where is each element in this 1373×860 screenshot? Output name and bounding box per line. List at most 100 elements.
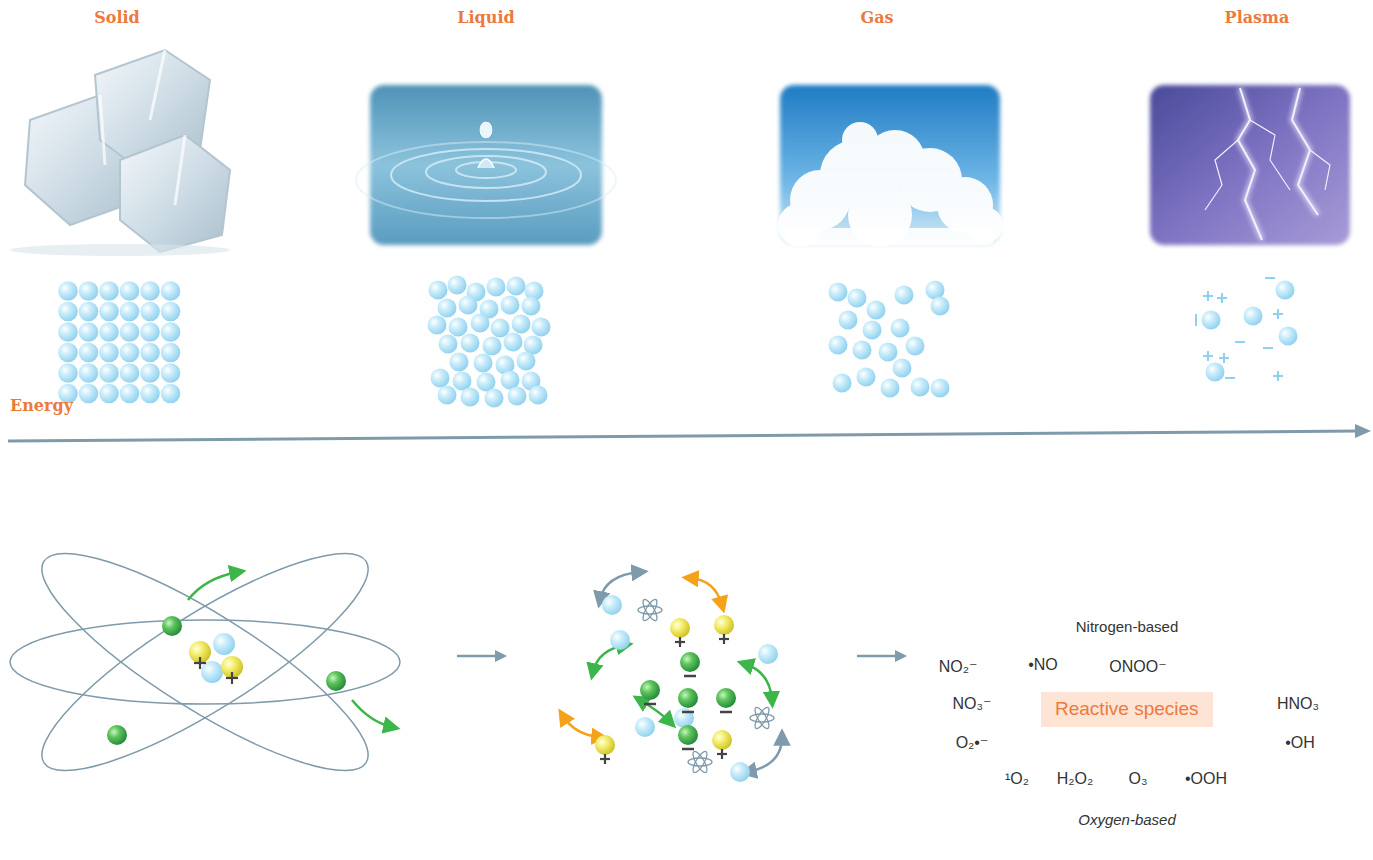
particle (879, 343, 898, 362)
particle (640, 680, 660, 700)
atom-illustration (10, 521, 400, 804)
particle (438, 386, 457, 405)
atom-icon (753, 706, 772, 731)
particle (507, 277, 526, 296)
particle (491, 319, 510, 338)
energy-arrowhead (1355, 424, 1371, 438)
species-label: ¹O₂ (1005, 769, 1029, 788)
particle (161, 302, 181, 322)
process-arrow (457, 650, 507, 662)
species-label: H₂O₂ (1057, 769, 1093, 788)
particle (120, 363, 140, 383)
particle (474, 354, 493, 373)
particle (678, 688, 698, 708)
particle (716, 688, 736, 708)
particle (58, 363, 78, 383)
plus-sign (723, 634, 725, 644)
particle (906, 337, 925, 356)
particle (483, 337, 502, 356)
particle (120, 384, 140, 404)
liquid-particles (428, 276, 551, 408)
particle (714, 615, 734, 635)
particle (730, 762, 750, 782)
species-label: ONOO⁻ (1109, 657, 1166, 676)
particle (512, 315, 531, 334)
particle (140, 322, 160, 342)
particle (839, 311, 858, 330)
particle (853, 341, 872, 360)
particle (461, 334, 480, 353)
plus-sign (1277, 371, 1279, 381)
particle (517, 352, 536, 371)
particle (461, 388, 480, 407)
particle (450, 353, 469, 372)
atom-icon (691, 750, 710, 775)
plus-sign (1195, 314, 1197, 326)
solid-particles (58, 281, 180, 403)
species-label: O₃ (1129, 769, 1148, 788)
particle (161, 363, 181, 383)
minus-sign (1225, 377, 1235, 379)
particle (670, 618, 690, 638)
particle (674, 708, 694, 728)
particle (99, 302, 119, 322)
particle (58, 302, 78, 322)
atom-icon (750, 714, 774, 722)
atom-icon (641, 598, 660, 623)
minus-sign (1265, 277, 1275, 279)
particle (1202, 311, 1221, 330)
atom-icon (638, 606, 662, 614)
highlight-box: Reactive species (1041, 692, 1213, 727)
particle (459, 296, 478, 315)
particle (439, 335, 458, 354)
particle (680, 652, 700, 672)
particle (58, 343, 78, 363)
particle (485, 389, 504, 408)
particle (120, 302, 140, 322)
particle (895, 286, 914, 305)
minus-sign (684, 675, 696, 678)
state-heading: Plasma (1225, 8, 1290, 27)
particle (58, 322, 78, 342)
plasma-particles (1196, 278, 1298, 382)
minus-sign (682, 711, 694, 714)
plus-sign (604, 754, 606, 764)
particle (504, 333, 523, 352)
particle (508, 387, 527, 406)
particle (1279, 327, 1298, 346)
particle (120, 322, 140, 342)
particle (471, 314, 490, 333)
particle (931, 379, 950, 398)
particle (99, 281, 119, 301)
plus-sign (1223, 353, 1225, 363)
particle (58, 281, 78, 301)
particle (79, 384, 99, 404)
particle (140, 281, 160, 301)
group-label: Nitrogen-based (1076, 618, 1179, 636)
particle (893, 359, 912, 378)
particle (863, 321, 882, 340)
particle (140, 302, 160, 322)
state-heading: Gas (860, 8, 893, 27)
particle (1244, 307, 1263, 326)
species-label: •NO (1028, 655, 1058, 674)
minus-sign (1263, 347, 1273, 349)
lightning-photo (1150, 85, 1350, 245)
ice-photo (10, 50, 230, 256)
particle (431, 369, 450, 388)
plus-sign (721, 749, 723, 759)
process-arrow (857, 650, 907, 662)
particle (911, 378, 930, 397)
species-label: O₂•⁻ (956, 733, 989, 752)
particle (857, 368, 876, 387)
particle (522, 297, 541, 316)
particle (712, 730, 732, 750)
particle (678, 725, 698, 745)
plus-sign (679, 637, 681, 647)
particle (449, 318, 468, 337)
particle (161, 384, 181, 404)
particle (501, 296, 520, 315)
particle (99, 343, 119, 363)
particle (120, 343, 140, 363)
